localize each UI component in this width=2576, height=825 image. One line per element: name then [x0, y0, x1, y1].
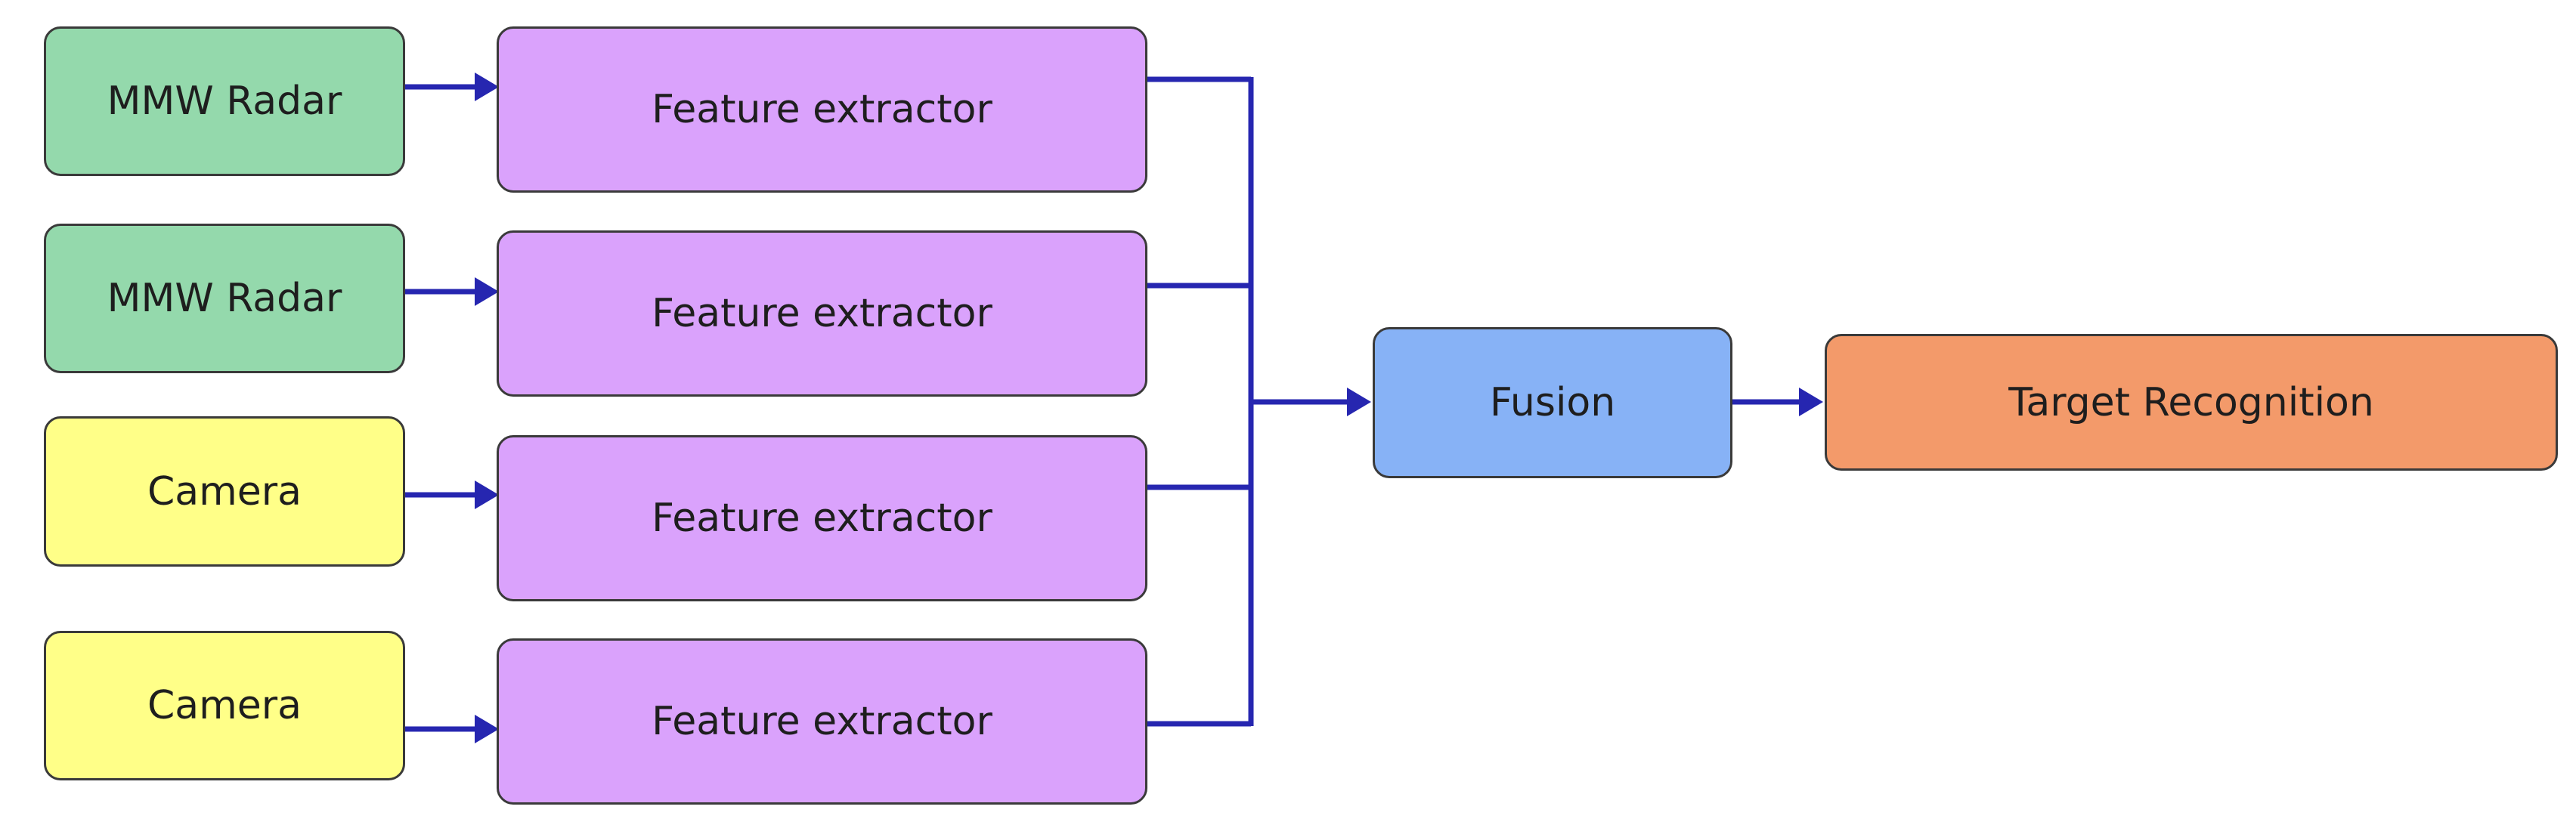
target-recognition-label: Target Recognition	[2008, 379, 2374, 425]
feature-extractor-1: Feature extractor	[497, 26, 1147, 193]
sensor-label: MMW Radar	[107, 276, 342, 321]
arrowhead-3	[475, 480, 499, 509]
extractor-label: Feature extractor	[652, 496, 992, 541]
fusion-node: Fusion	[1373, 327, 1732, 478]
sensor-mmw-radar-2: MMW Radar	[44, 224, 405, 373]
extractor-label: Feature extractor	[652, 291, 992, 336]
sensor-label: Camera	[147, 683, 302, 728]
target-recognition-node: Target Recognition	[1825, 334, 2558, 471]
arrowhead-5	[1347, 388, 1371, 416]
arrowhead-6	[1799, 388, 1823, 416]
arrowhead-1	[475, 73, 499, 101]
extractor-label: Feature extractor	[652, 87, 992, 132]
feature-extractor-2: Feature extractor	[497, 230, 1147, 397]
extractor-label: Feature extractor	[652, 699, 992, 744]
feature-extractor-4: Feature extractor	[497, 638, 1147, 805]
sensor-camera-1: Camera	[44, 416, 405, 567]
fusion-label: Fusion	[1489, 380, 1616, 425]
arrowhead-4	[475, 715, 499, 743]
arrowhead-2	[475, 277, 499, 306]
sensor-mmw-radar-1: MMW Radar	[44, 26, 405, 176]
sensor-label: Camera	[147, 468, 302, 514]
feature-extractor-3: Feature extractor	[497, 435, 1147, 601]
sensor-camera-2: Camera	[44, 631, 405, 780]
sensor-label: MMW Radar	[107, 79, 342, 124]
